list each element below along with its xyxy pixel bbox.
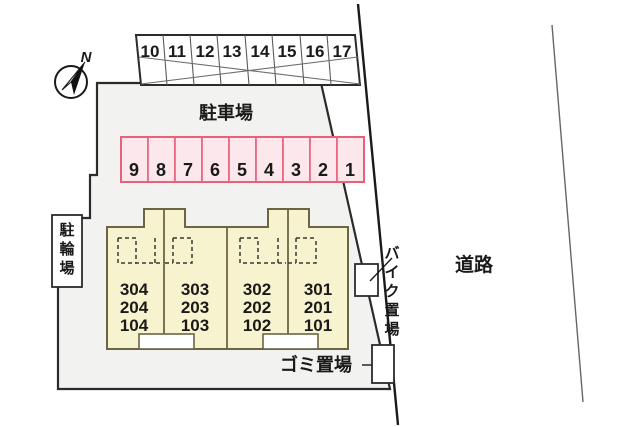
room-number: 101: [304, 316, 332, 335]
pink-parking-row: 9 8 7 6 5 4 3 2 1: [120, 136, 365, 183]
room-number: 302: [243, 280, 271, 299]
upper-parking-divider: [326, 34, 332, 86]
building-stair-outline: [240, 237, 286, 264]
bicycle-parking-label-char: 場: [59, 259, 74, 277]
building-stair-outline: [172, 238, 193, 264]
road-label: 道路: [455, 253, 494, 276]
motorcycle-parking-label-char: バ: [384, 244, 399, 262]
motorcycle-parking-label-char: ク: [384, 282, 399, 300]
pink-stall: [201, 136, 230, 183]
compass-needle-dark: [71, 62, 85, 95]
building-stair-outline: [295, 238, 317, 264]
pink-parking-outline: [120, 136, 365, 183]
bicycle-parking-box: [51, 214, 83, 288]
pink-stall: [120, 136, 149, 183]
parking-lot-title: 駐車場: [199, 102, 253, 124]
bicycle-parking-label-char: 輪: [59, 240, 75, 258]
upper-stall-number: 15: [278, 42, 297, 61]
room-number: 204: [120, 298, 149, 317]
motorcycle-parking-label-char: 場: [384, 320, 399, 338]
pink-stall: [174, 136, 203, 183]
upper-stall-number: 12: [196, 42, 215, 61]
upper-stall-number: 11: [168, 42, 186, 61]
motorcycle-parking-label-char: 置: [384, 301, 399, 319]
pink-stall-number: 6: [210, 160, 220, 180]
building-stair-outline: [118, 237, 163, 264]
garbage-area: ゴミ置場: [280, 344, 395, 384]
room-number: 104: [120, 316, 149, 335]
pink-stall-number: 2: [318, 160, 328, 180]
upper-stall-number: 10: [141, 42, 160, 61]
balcony: [262, 333, 319, 350]
upper-stall-number: 14: [251, 42, 270, 61]
upper-parking-divider: [216, 34, 222, 86]
compass-north-label: N: [81, 49, 93, 66]
pink-stall-number: 1: [345, 160, 355, 180]
upper-stall-number: 16: [306, 42, 325, 61]
pink-stall-number: 4: [264, 160, 274, 180]
apartment-building: 304 204 104 303 203 103 302 202 102 301 …: [106, 208, 349, 350]
bicycle-parking-label-char: 駐: [59, 221, 74, 239]
room-number: 103: [181, 316, 209, 335]
upper-stall-number: 17: [333, 42, 352, 61]
room-number: 304: [120, 280, 149, 299]
upper-parking-divider: [271, 34, 277, 86]
pink-stall-number: 8: [156, 160, 166, 180]
compass-rose: N: [54, 49, 93, 99]
bicycle-parking-area: 駐 輪 場: [51, 214, 83, 288]
building-stair-outline: [117, 238, 136, 264]
upper-parking-outline: [134, 34, 362, 86]
room-number: 301: [304, 280, 332, 299]
upper-stall-number: 13: [223, 42, 242, 61]
garbage-area-box: [371, 344, 395, 384]
pink-stall-number: 3: [291, 160, 301, 180]
motorcycle-parking-leader-line: [369, 257, 393, 282]
motorcycle-parking-area: バ イ ク 置 場: [354, 244, 400, 338]
room-number: 203: [181, 298, 209, 317]
pink-stall-number: 5: [237, 160, 247, 180]
garbage-area-label: ゴミ置場: [280, 354, 352, 376]
building-stair-outline: [239, 238, 258, 264]
pink-stall-number: 7: [183, 160, 193, 180]
upper-parking-divider: [244, 34, 250, 86]
pink-stall-number: 9: [129, 160, 139, 180]
road-far-edge-line: [551, 24, 584, 403]
room-number: 303: [181, 280, 209, 299]
upper-parking-divider: [189, 34, 195, 86]
motorcycle-parking-box: [354, 263, 379, 297]
compass-needle-light: [61, 61, 86, 91]
room-number: 201: [304, 298, 332, 317]
balcony: [138, 333, 195, 350]
upper-parking-cross-line: [138, 56, 361, 85]
room-number: 202: [243, 298, 271, 317]
room-number: 102: [243, 316, 271, 335]
upper-parking-lot: 10 11 12 13 14 15 16 17: [134, 34, 362, 86]
motorcycle-parking-label-char: イ: [384, 263, 399, 281]
